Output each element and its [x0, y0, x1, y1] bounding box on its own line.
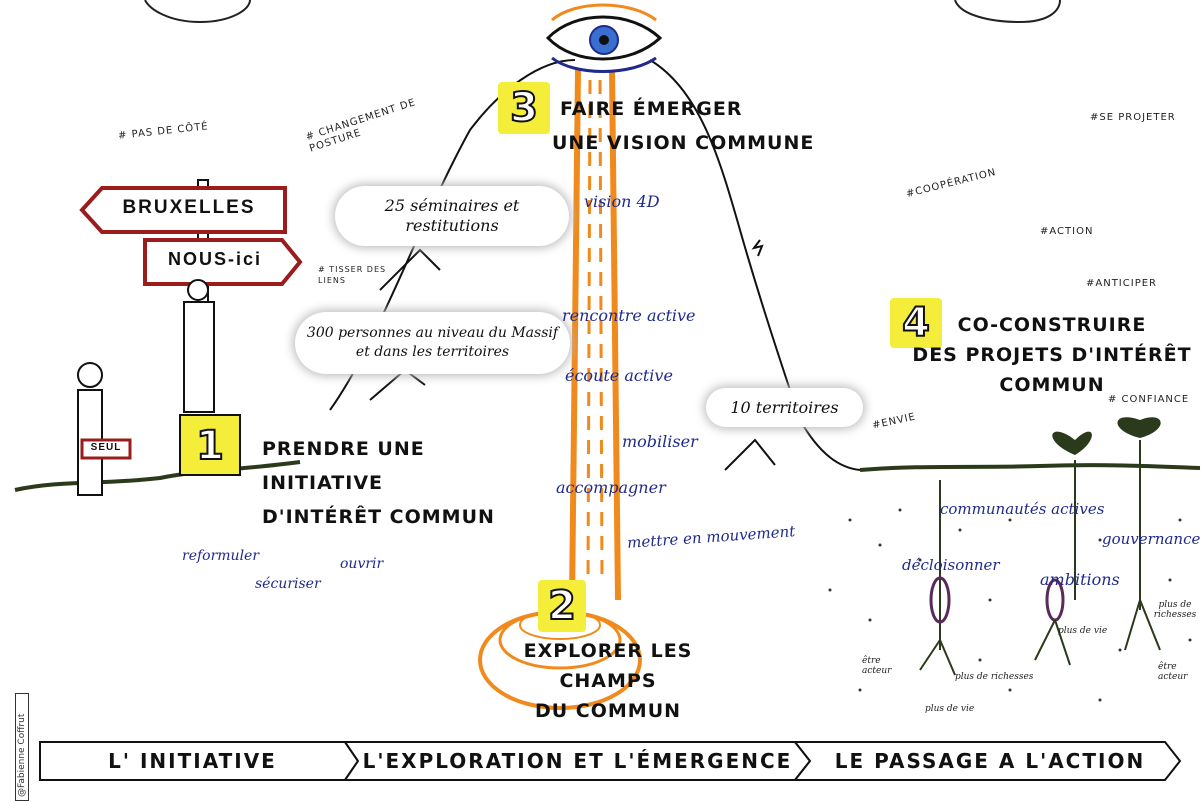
root-etre-acteur-2: être acteur — [1158, 662, 1188, 682]
hashtag-tisser-des-liens: # TISSER DES LIENS — [318, 265, 387, 285]
action-vision-4d: vision 4D — [584, 192, 660, 211]
sign-seul: SEUL — [90, 442, 122, 453]
step-1-line-3: D'INTÉRÊT COMMUN — [262, 506, 495, 528]
step-1-line-1: PRENDRE UNE — [262, 438, 425, 460]
bubble-territoires: 10 territoires — [706, 388, 863, 427]
hashtag-se-projeter: #SE PROJETER — [1090, 112, 1176, 123]
step-1-line-2: INITIATIVE — [262, 472, 384, 494]
action-mobiliser: mobiliser — [622, 432, 698, 451]
hashtag-confiance: # CONFIANCE — [1108, 394, 1190, 405]
root-plus-de-richesses-1: plus de richesses — [1153, 600, 1197, 620]
step-2-title: EXPLORER LES CHAMPS DU COMMUN — [478, 636, 738, 726]
root-etre-acteur-1: être acteur — [862, 656, 892, 676]
step-2-number: 2 — [538, 580, 586, 632]
step-4-line-1: CO-CONSTRUIRE — [957, 314, 1147, 336]
phase-initiative: L' INITIATIVE — [108, 749, 277, 773]
step-4-number: 4 — [890, 298, 942, 348]
author-credit: @Fabienne Coffrut — [15, 693, 29, 801]
phase-action: LE PASSAGE A L'ACTION — [834, 749, 1146, 773]
root-plus-de-richesses-2: plus de richesses — [955, 672, 1034, 682]
hashtag-anticiper: #ANTICIPER — [1086, 278, 1157, 289]
step-2-line-1: EXPLORER LES CHAMPS — [523, 640, 693, 692]
hashtag-action: #ACTION — [1040, 226, 1094, 237]
sign-nous-ici: NOUS-ici — [167, 249, 262, 269]
root-ambitions: ambitions — [1040, 570, 1120, 589]
step-2-line-2: DU COMMUN — [534, 700, 682, 722]
sign-bruxelles: BRUXELLES — [122, 197, 256, 218]
action-securiser: sécuriser — [255, 576, 321, 592]
step-1-title: PRENDRE UNE INITIATIVE D'INTÉRÊT COMMUN — [262, 432, 495, 534]
step-1-number: 1 — [195, 422, 225, 470]
phase-exploration: L'EXPLORATION ET L'ÉMERGENCE — [362, 749, 793, 773]
root-plus-de-vie-2: plus de vie — [925, 704, 975, 714]
root-gouvernance: gouvernance — [1102, 530, 1201, 548]
action-reformuler: reformuler — [182, 548, 260, 564]
step-4-line-3: COMMUN — [999, 374, 1105, 396]
root-decloisonner: décloisonner — [902, 556, 1000, 574]
action-ecoute-active: écoute active — [565, 366, 673, 385]
action-accompagner: accompagner — [556, 478, 666, 497]
root-plus-de-vie-1: plus de vie — [1058, 626, 1108, 636]
bubble-seminaires: 25 séminaires et restitutions — [335, 186, 569, 246]
step-3-line-2: UNE VISION COMMUNE — [552, 132, 815, 154]
step-3-number: 3 — [498, 82, 550, 134]
root-communautes-actives: communautés actives — [940, 500, 1105, 518]
step-4-line-2: DES PROJETS D'INTÉRÊT — [912, 344, 1192, 366]
step-4-title: CO-CONSTRUIRE DES PROJETS D'INTÉRÊT COMM… — [912, 310, 1192, 400]
step-3-line-1: FAIRE ÉMERGER — [560, 98, 743, 120]
step-3-title: FAIRE ÉMERGER UNE VISION COMMUNE — [552, 92, 814, 160]
action-rencontre-active: rencontre active — [562, 306, 696, 325]
action-ouvrir: ouvrir — [340, 556, 384, 572]
bubble-personnes: 300 personnes au niveau du Massif et dan… — [295, 312, 570, 374]
